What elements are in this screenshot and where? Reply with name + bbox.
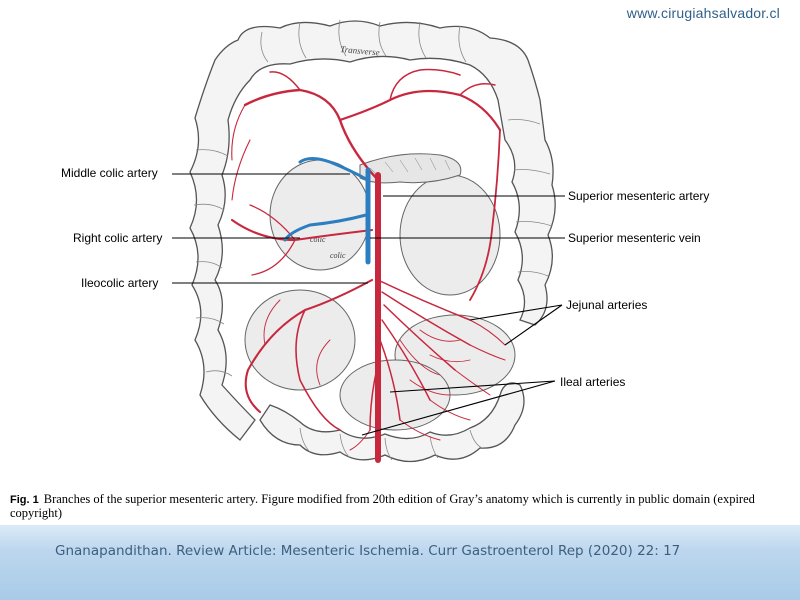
transverse-word: Transverse [340,44,380,57]
leader-lines [172,173,565,436]
label-right-colic-artery: Right colic artery [73,231,163,245]
footer-band: Gnanapandithan. Review Article: Mesenter… [0,525,800,600]
label-superior-mesenteric-artery: Superior mesenteric artery [568,189,710,203]
label-jejunal-arteries: Jejunal arteries [566,298,648,312]
label-ileocolic-artery: Ileocolic artery [81,276,159,290]
site-url[interactable]: www.cirugiahsalvador.cl [626,5,780,21]
label-superior-mesenteric-vein: Superior mesenteric vein [568,231,701,245]
label-middle-colic-artery: Middle colic artery [61,166,158,180]
sm-vein [283,157,371,265]
artery-network [230,68,506,463]
colic-word: colic [310,235,326,244]
label-ileal-arteries: Ileal arteries [560,375,626,389]
haustra-marks [193,19,553,461]
caption-text: Branches of the superior mesenteric arte… [10,492,755,520]
colon-outline [189,20,556,463]
colic-word-2: colic [330,251,346,260]
figure-number: Fig. 1 [10,494,39,506]
citation-text: Gnanapandithan. Review Article: Mesenter… [55,543,681,559]
